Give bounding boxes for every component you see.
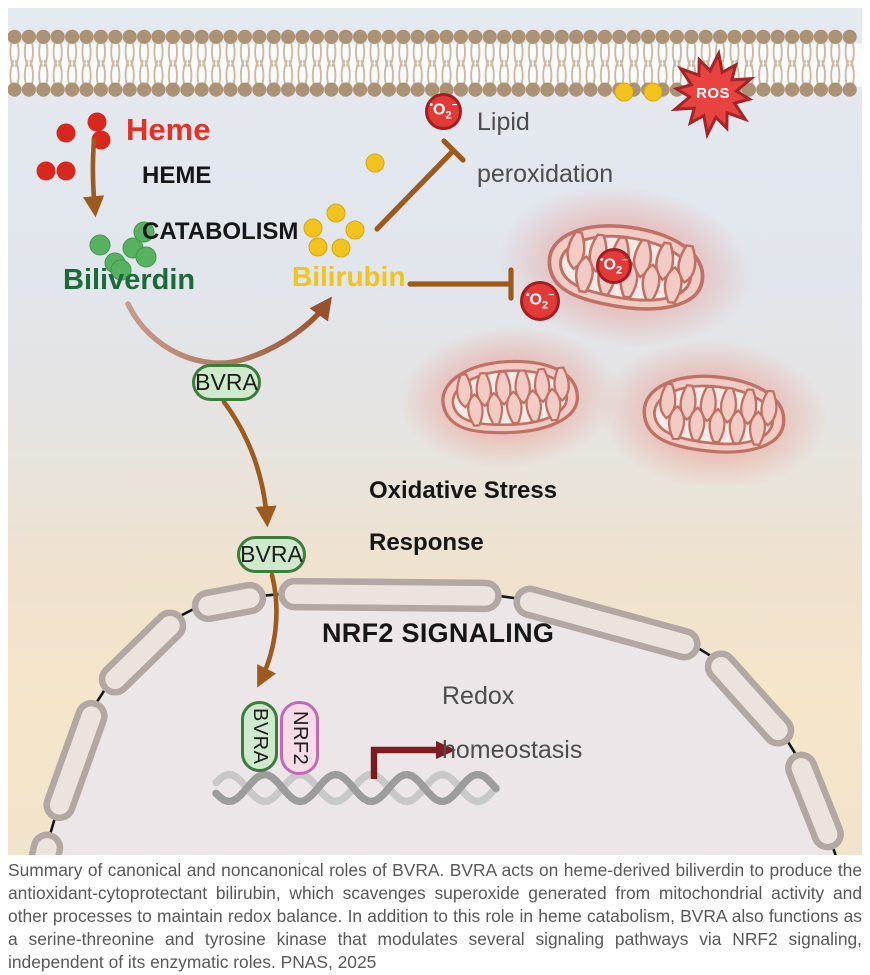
lipid-line2: peroxidation [477,160,614,188]
bvra-enzyme-badge: BVRA [237,536,306,573]
superoxide-formula: •O2− [429,100,458,122]
biliverdin-label: Biliverdin [63,264,196,296]
bvra-nuclear-badge: BVRA [241,701,278,772]
mitochondria [398,186,829,489]
inhibition-tbars [374,138,514,301]
ros-label: ROS [696,85,730,102]
pathway-arrows [83,137,514,688]
heme-catabolism-line2: CATABOLISM [142,218,299,245]
oxidative-stress-label: Oxidative Stress Response [369,478,557,556]
nuclear-import-arrow [257,572,279,688]
superoxide-badge: •O2− [520,281,560,321]
superoxide-formula: •O2− [526,289,554,312]
lipid-peroxidation-label: Lipid peroxidation [477,109,613,187]
biliverdin-to-bilirubin-arrow [125,296,332,366]
oxidative-line2: Response [369,529,484,556]
oxidative-line1: Oxidative Stress [369,477,558,504]
inhibition-cap-lipid [441,138,466,163]
bvra-enzyme-badge: BVRA [192,364,261,401]
superoxide-badge: •O2− [425,93,462,130]
bvra-translocation-arrow [221,399,277,528]
figure-caption: Summary of canonical and noncanonical ro… [8,860,862,973]
nrf2-label: NRF2 [289,710,311,766]
redox-homeostasis-label: Redox homeostasis [442,683,582,764]
superoxide-formula: •O2− [600,254,628,277]
redox-line1: Redox [442,682,515,710]
ros-burst-icon [670,48,756,140]
nrf2-signaling-label: NRF2 SIGNALING [322,618,555,648]
transcription-arrow [370,741,456,779]
molecule-dots [36,82,663,281]
lipid-line1: Lipid [477,108,530,136]
nrf2-badge: NRF2 [280,701,319,775]
dna-helix [212,770,500,806]
redox-line2: homeostasis [442,736,583,764]
inhibition-line-lipid [374,148,456,232]
heme-catabolism-line1: HEME [142,162,212,189]
heme-catabolism-arrow [83,137,105,218]
heme-catabolism-label: HEME CATABOLISM [142,162,298,246]
bilirubin-label: Bilirubin [292,261,406,292]
diagram-canvas [8,8,862,855]
heme-label: Heme [126,112,211,147]
nucleus [23,577,844,855]
bvra-nuclear-label: BVRA [249,708,271,765]
superoxide-badge: •O2− [596,248,632,284]
